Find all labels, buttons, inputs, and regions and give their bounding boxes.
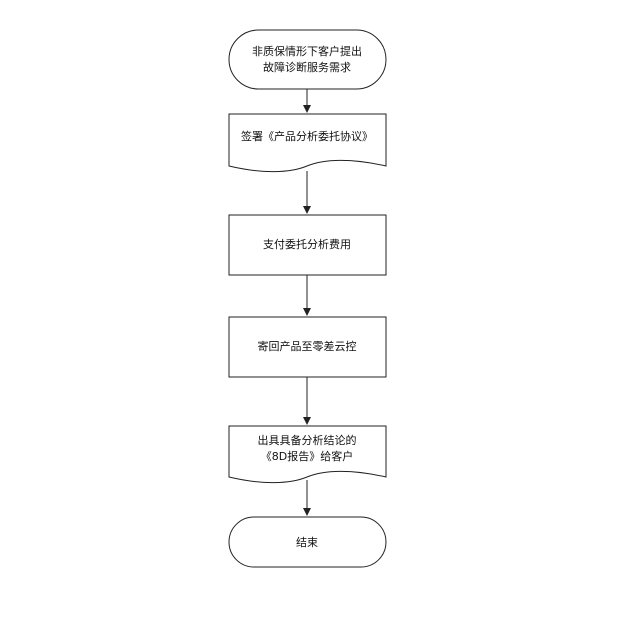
issue-report-line-2: 《8D报告》给客户 [261, 449, 353, 463]
send-product-label: 寄回产品至零差云控 [258, 339, 357, 353]
sign-agreement-label: 签署《产品分析委托协议》 [241, 129, 373, 143]
pay-fee-label: 支付委托分析费用 [263, 237, 351, 251]
sign-agreement-node: 签署《产品分析委托协议》 [228, 113, 387, 173]
issue-report-node: 出具具备分析结论的 《8D报告》给客户 [228, 425, 387, 484]
send-product-node: 寄回产品至零差云控 [228, 316, 387, 378]
pay-fee-node: 支付委托分析费用 [228, 214, 387, 276]
end-node: 结束 [228, 516, 387, 568]
issue-report-line-1: 出具具备分析结论的 [258, 433, 357, 447]
end-node-label: 结束 [296, 536, 318, 549]
start-node-line-2: 故障诊断服务需求 [263, 60, 351, 74]
start-node: 非质保情形下客户提出 故障诊断服务需求 [228, 29, 387, 90]
start-node-line-1: 非质保情形下客户提出 [252, 44, 362, 58]
